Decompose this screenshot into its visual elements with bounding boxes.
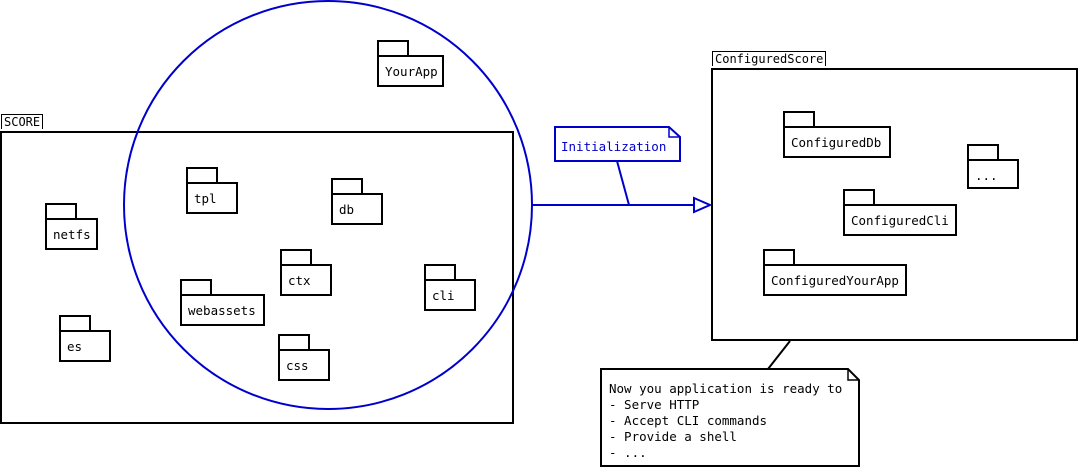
- package-more: ...: [967, 159, 1019, 189]
- package-es: es: [59, 330, 111, 362]
- initialization-arrow-head: [693, 196, 713, 214]
- score-frame-label: SCORE: [1, 114, 44, 129]
- initialization-note-anchor: [616, 160, 630, 206]
- initialization-label: Initialization: [561, 139, 667, 154]
- note-line-4: - Provide a shell: [609, 429, 737, 444]
- package-configured-cli: ConfiguredCli: [843, 204, 957, 236]
- ready-note-shape: [600, 368, 860, 467]
- configured-score-frame-label: ConfiguredScore: [712, 51, 827, 66]
- initialization-note-shape: [554, 126, 681, 162]
- package-css: css: [278, 349, 330, 381]
- note-line-3: - Accept CLI commands: [609, 413, 768, 428]
- package-ctx: ctx: [280, 264, 332, 296]
- package-configured-your-app: ConfiguredYourApp: [763, 264, 907, 296]
- package-configured-db: ConfiguredDb: [783, 126, 891, 158]
- package-tpl: tpl: [186, 182, 238, 214]
- package-db: db: [331, 193, 383, 225]
- package-your-app: YourApp: [377, 55, 444, 87]
- note-line-2: - Serve HTTP: [609, 397, 700, 412]
- package-netfs: netfs: [45, 218, 98, 250]
- note-line-1: Now you application is ready to: [609, 381, 843, 396]
- note-line-5: - ...: [609, 445, 647, 460]
- package-cli: cli: [424, 279, 476, 311]
- ready-note-anchor: [767, 340, 791, 370]
- package-webassets: webassets: [180, 294, 265, 326]
